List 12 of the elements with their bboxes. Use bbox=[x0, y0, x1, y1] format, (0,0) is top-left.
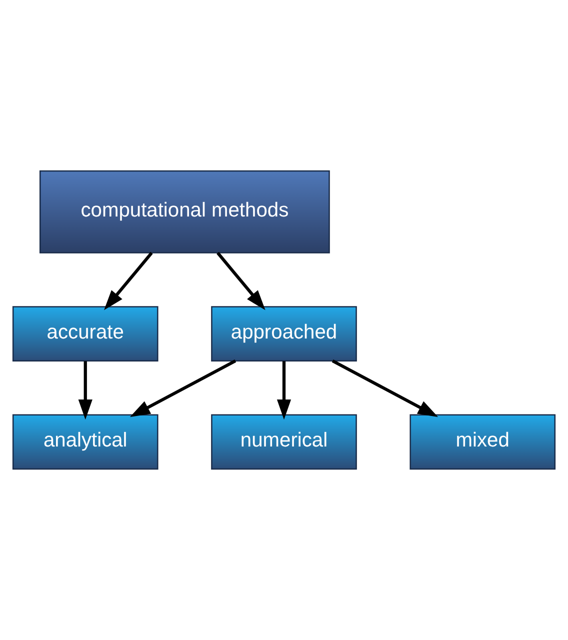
node-box: accurate bbox=[12, 306, 158, 362]
node-box: computational methods bbox=[39, 170, 330, 254]
node-box: approached bbox=[211, 306, 357, 362]
node-box: mixed bbox=[410, 414, 556, 470]
arrow bbox=[130, 360, 236, 417]
arrow bbox=[276, 361, 292, 420]
node-box: analytical bbox=[12, 414, 158, 470]
node-box: numerical bbox=[211, 414, 357, 470]
arrow bbox=[78, 361, 92, 420]
arrow bbox=[104, 252, 153, 310]
arrow bbox=[216, 252, 266, 310]
arrow bbox=[332, 360, 438, 417]
